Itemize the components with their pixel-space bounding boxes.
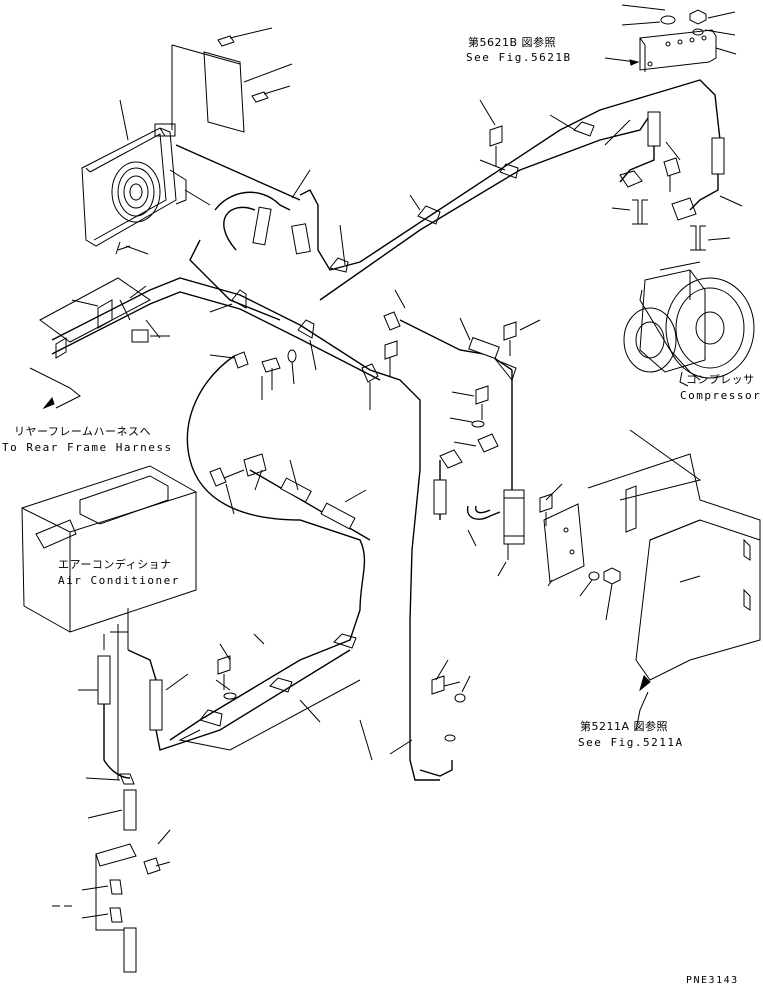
compressor-icon: [623, 261, 755, 381]
aircon-label-jp: エアーコンディショナ: [58, 558, 172, 571]
fig5621b-label-en: See Fig.5621B: [466, 51, 572, 64]
condenser-icon: [81, 123, 187, 247]
compressor-label-en: Compressor: [680, 389, 762, 402]
bracket-icon: [639, 9, 717, 72]
air-conditioner-unit-icon: [21, 465, 197, 633]
drawing-code: PNE3143: [686, 975, 739, 986]
aircon-label-en: Air Conditioner: [58, 574, 180, 587]
receiver-dryer-icon: [503, 489, 525, 545]
fig5211a-label-en: See Fig.5211A: [578, 736, 684, 749]
fig5211a-label-jp: 第5211A 図参照: [580, 720, 669, 733]
compressor-label-jp: コンプレッサ: [686, 373, 755, 386]
rear-harness-label-jp: リヤーフレームハーネスへ: [14, 425, 152, 438]
cab-panel-icon: [587, 429, 761, 681]
rear-harness-label-en: To Rear Frame Harness: [2, 441, 173, 454]
fig5621b-label-jp: 第5621B 図参照: [468, 36, 557, 49]
